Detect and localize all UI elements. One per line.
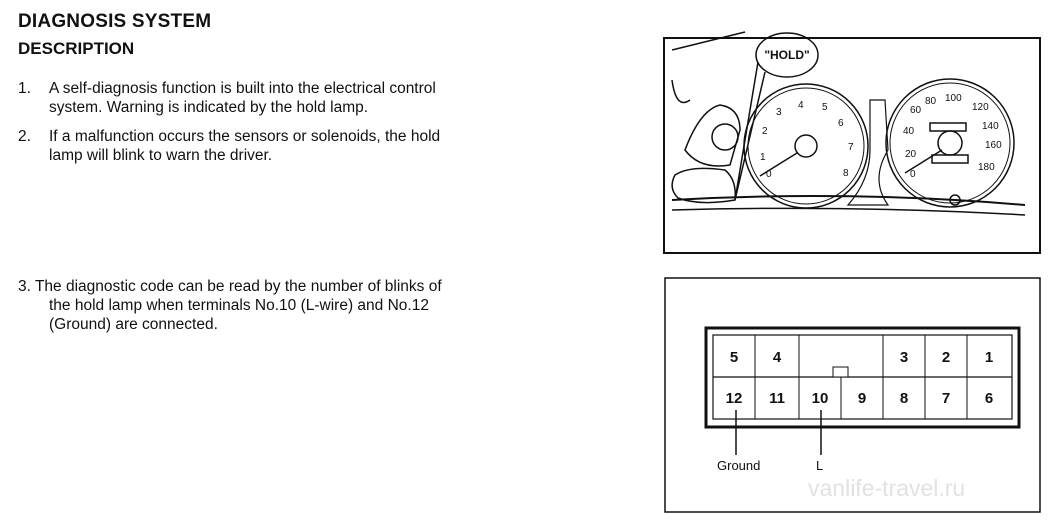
item-text: system. Warning is indicated by the hold… <box>49 99 369 116</box>
pin-label: 2 <box>942 349 950 366</box>
speedo-label: 100 <box>945 93 962 104</box>
pin-label: 7 <box>942 390 950 407</box>
pin-label: 12 <box>726 390 743 407</box>
pin-label: 8 <box>900 390 908 407</box>
speedo-label: 20 <box>905 149 917 160</box>
item-text: The diagnostic code can be read by the n… <box>34 278 442 295</box>
l-wire-label: L <box>816 458 823 473</box>
item-number: 3. <box>18 278 31 295</box>
tach-label: 8 <box>843 168 849 179</box>
list-item-2: 2. If a malfunction occurs the sensors or… <box>18 127 440 165</box>
item-text: A self-diagnosis function is built into … <box>49 80 436 97</box>
watermark: vanlife-travel.ru <box>808 475 965 501</box>
speedo-label: 160 <box>985 140 1002 151</box>
tach-label: 7 <box>848 142 854 153</box>
section-title: DIAGNOSIS SYSTEM <box>18 11 212 32</box>
pin-label: 5 <box>730 349 738 366</box>
list-item-3: 3. The diagnostic code can be read by th… <box>18 277 442 334</box>
tach-label: 0 <box>766 169 772 180</box>
tach-label: 5 <box>822 102 828 113</box>
speedo-label: 40 <box>903 126 915 137</box>
tach-label: 2 <box>762 126 768 137</box>
pin-label: 11 <box>769 390 785 407</box>
hold-callout <box>755 32 819 78</box>
connector-pins: 5 4 3 2 1 12 11 10 9 8 7 6 <box>726 349 994 407</box>
tachometer <box>743 83 869 209</box>
item-text: If a malfunction occurs the sensors or s… <box>49 128 441 145</box>
list-item-1: 1. A self-diagnosis function is built int… <box>18 79 436 117</box>
item-text: lamp will blink to warn the driver. <box>49 147 273 164</box>
item-number: 1. <box>18 80 31 97</box>
section-subtitle: DESCRIPTION <box>18 39 135 58</box>
hold-label: "HOLD" <box>764 48 809 62</box>
dashboard-illustration <box>663 31 1041 254</box>
item-number: 2. <box>18 128 31 145</box>
speedo-label: 180 <box>978 162 995 173</box>
pin-label: 10 <box>812 390 829 407</box>
speedo-label: 80 <box>925 96 937 107</box>
tach-label: 4 <box>798 100 804 111</box>
tach-label: 3 <box>776 107 782 118</box>
tach-label: 1 <box>760 152 766 163</box>
speedo-label: 140 <box>982 121 999 132</box>
connector-diagram <box>664 277 1041 513</box>
pin-label: 3 <box>900 349 908 366</box>
speedo-label: 120 <box>972 102 989 113</box>
speedo-label: 0 <box>910 169 916 180</box>
item-text: (Ground) are connected. <box>49 316 218 333</box>
dashboard-labels: "HOLD" 0 1 2 3 4 5 6 7 8 0 20 40 60 80 1… <box>760 48 1002 180</box>
speedometer <box>885 78 1015 208</box>
ground-label: Ground <box>717 458 760 473</box>
pin-label: 1 <box>985 349 993 366</box>
speedo-label: 60 <box>910 105 922 116</box>
pin-label: 6 <box>985 390 993 407</box>
pin-label: 4 <box>773 349 782 366</box>
item-text: the hold lamp when terminals No.10 (L-wi… <box>49 297 429 314</box>
pin-label: 9 <box>858 390 866 407</box>
tach-label: 6 <box>838 118 844 129</box>
